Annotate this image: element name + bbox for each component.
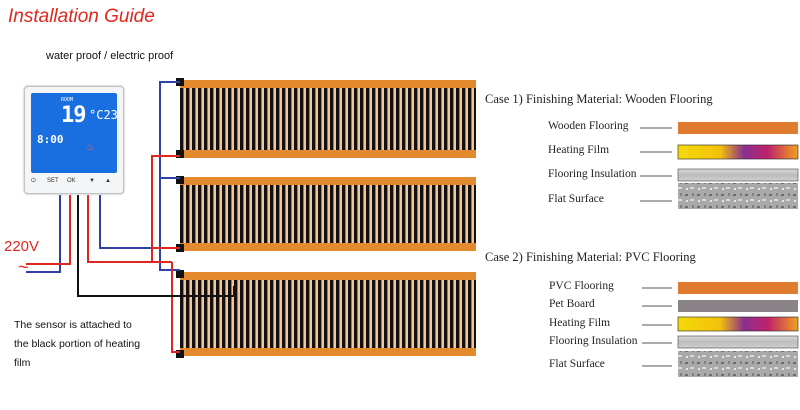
heating-film-1	[176, 78, 476, 158]
room-label: ROOM	[61, 97, 74, 103]
red-wires	[26, 155, 180, 353]
case2-layer-label: PVC Flooring	[549, 280, 614, 292]
case1-layer-label: Flooring Insulation	[548, 168, 637, 180]
heating-film-2	[176, 176, 476, 252]
down-button[interactable]: ▼	[89, 178, 95, 184]
case2-layer-label: Flat Surface	[549, 358, 605, 370]
sensor-note-line2: the black portion of heating	[14, 338, 141, 350]
flame-icon: ♨	[87, 139, 95, 153]
up-button[interactable]: ▲	[105, 178, 111, 184]
thermostat-buttons: ⏻ SET OK ▼ ▲	[29, 175, 119, 189]
case2-title: Case 2) Finishing Material: PVC Flooring	[485, 250, 696, 264]
power-icon[interactable]: ⏻	[31, 178, 36, 184]
case2-layer-label: Pet Board	[549, 298, 595, 310]
thermostat-screen: ROOM 19 °C23 8:00 ♨	[31, 93, 118, 173]
room-temperature: 19	[61, 103, 86, 128]
sensor-note-line1: The sensor is attached to	[14, 319, 132, 331]
voltage-label: 220V	[4, 238, 40, 255]
case2-layers	[642, 282, 799, 377]
set-button[interactable]: SET	[47, 178, 59, 184]
thermostat: ROOM 19 °C23 8:00 ♨ ⏻ SET OK ▼ ▲	[24, 86, 124, 194]
case1-layer-label: Heating Film	[548, 144, 610, 156]
page-title: Installation Guide	[8, 6, 155, 27]
case1-layers	[640, 122, 799, 209]
set-temperature: °C23	[89, 108, 118, 122]
waterproof-label: water proof / electric proof	[46, 50, 174, 62]
ac-symbol: ~	[18, 257, 29, 277]
sensor-note: The sensor is attached to the black port…	[14, 316, 140, 373]
case1-layer-label: Flat Surface	[548, 193, 604, 205]
blue-wires	[26, 81, 180, 273]
case1-layer-label: Wooden Flooring	[548, 120, 629, 132]
heating-film-3	[176, 270, 476, 358]
sensor-wire	[77, 195, 235, 297]
sensor-note-line3: film	[14, 357, 31, 369]
clock-display: 8:00	[37, 133, 64, 146]
ok-button[interactable]: OK	[67, 178, 76, 184]
case2-layer-label: Heating Film	[549, 317, 611, 329]
case1-title: Case 1) Finishing Material: Wooden Floor…	[485, 92, 713, 106]
case2-layer-label: Flooring Insulation	[549, 335, 638, 347]
